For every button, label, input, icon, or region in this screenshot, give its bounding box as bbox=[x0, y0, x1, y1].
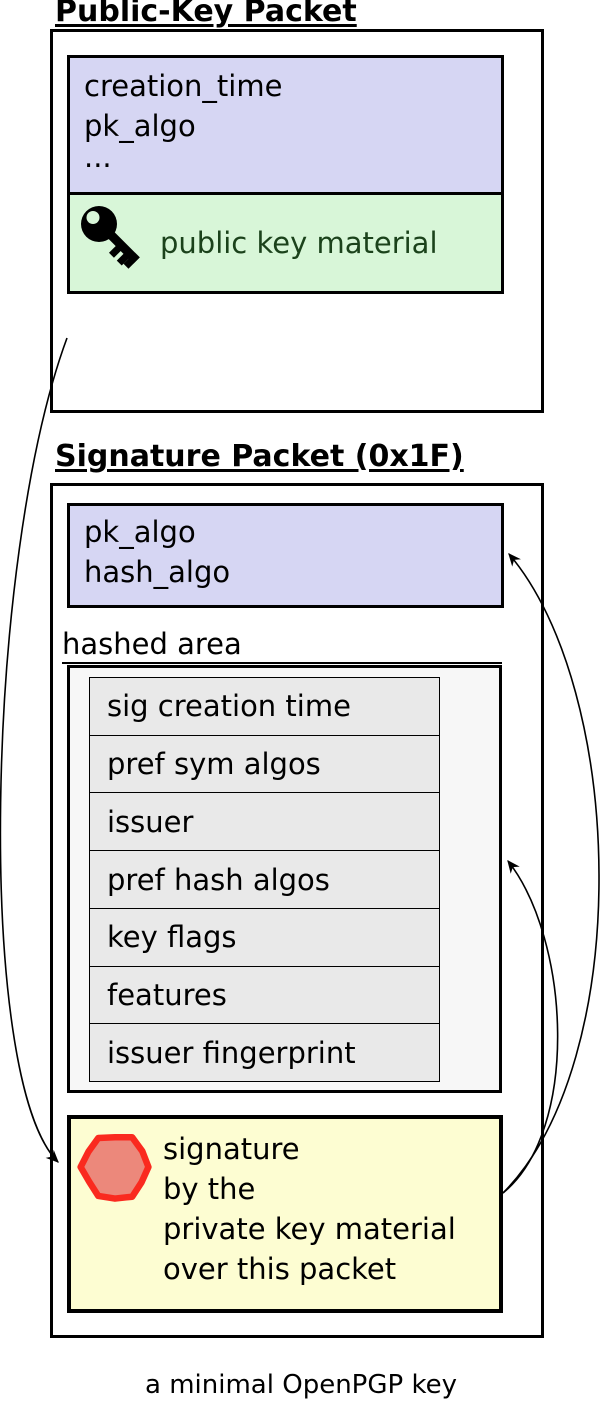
field-creation-time: creation_time bbox=[84, 69, 283, 103]
subpacket-issuer: issuer bbox=[90, 793, 439, 852]
signature-line-3: private key material bbox=[163, 1212, 456, 1246]
signature-packet-title: Signature Packet (0x1F) bbox=[55, 439, 464, 474]
hashed-area-label: hashed area bbox=[62, 628, 502, 664]
subpacket-pref-hash-algos: pref hash algos bbox=[90, 851, 439, 909]
field-sig-hash-algo: hash_algo bbox=[84, 555, 231, 589]
signature-header-fields: pk_algo hash_algo bbox=[67, 503, 504, 608]
signature-description: signature by the private key material ov… bbox=[163, 1129, 456, 1289]
signature-line-2: by the bbox=[163, 1172, 256, 1206]
seal-icon bbox=[77, 1134, 152, 1202]
field-pk-algo: pk_algo bbox=[84, 109, 196, 143]
public-key-material-section: public key material bbox=[70, 195, 501, 291]
subpacket-issuer-fingerprint: issuer fingerprint bbox=[107, 1035, 356, 1070]
diagram-caption: a minimal OpenPGP key bbox=[145, 1370, 457, 1400]
signature-line-1: signature bbox=[163, 1132, 300, 1166]
public-key-material-label: public key material bbox=[160, 226, 438, 260]
field-ellipsis: ... bbox=[84, 140, 112, 174]
subpacket-features: features bbox=[90, 967, 439, 1025]
public-key-header-fields: creation_time pk_algo ... bbox=[70, 58, 501, 195]
field-sig-pk-algo: pk_algo bbox=[84, 515, 196, 549]
signature-line-4: over this packet bbox=[163, 1252, 397, 1286]
subpacket-key-flags: key flags bbox=[90, 909, 439, 967]
key-icon bbox=[81, 206, 140, 269]
subpacket-pref-sym-algos: pref sym algos bbox=[90, 736, 439, 794]
subpacket-sig-creation-time: sig creation time bbox=[90, 678, 439, 736]
public-key-packet-inner-box: creation_time pk_algo ... public key mat… bbox=[67, 55, 504, 294]
hashed-subpacket-table: sig creation time pref sym algos issuer … bbox=[89, 677, 440, 1082]
public-key-packet-title: Public-Key Packet bbox=[55, 0, 357, 29]
